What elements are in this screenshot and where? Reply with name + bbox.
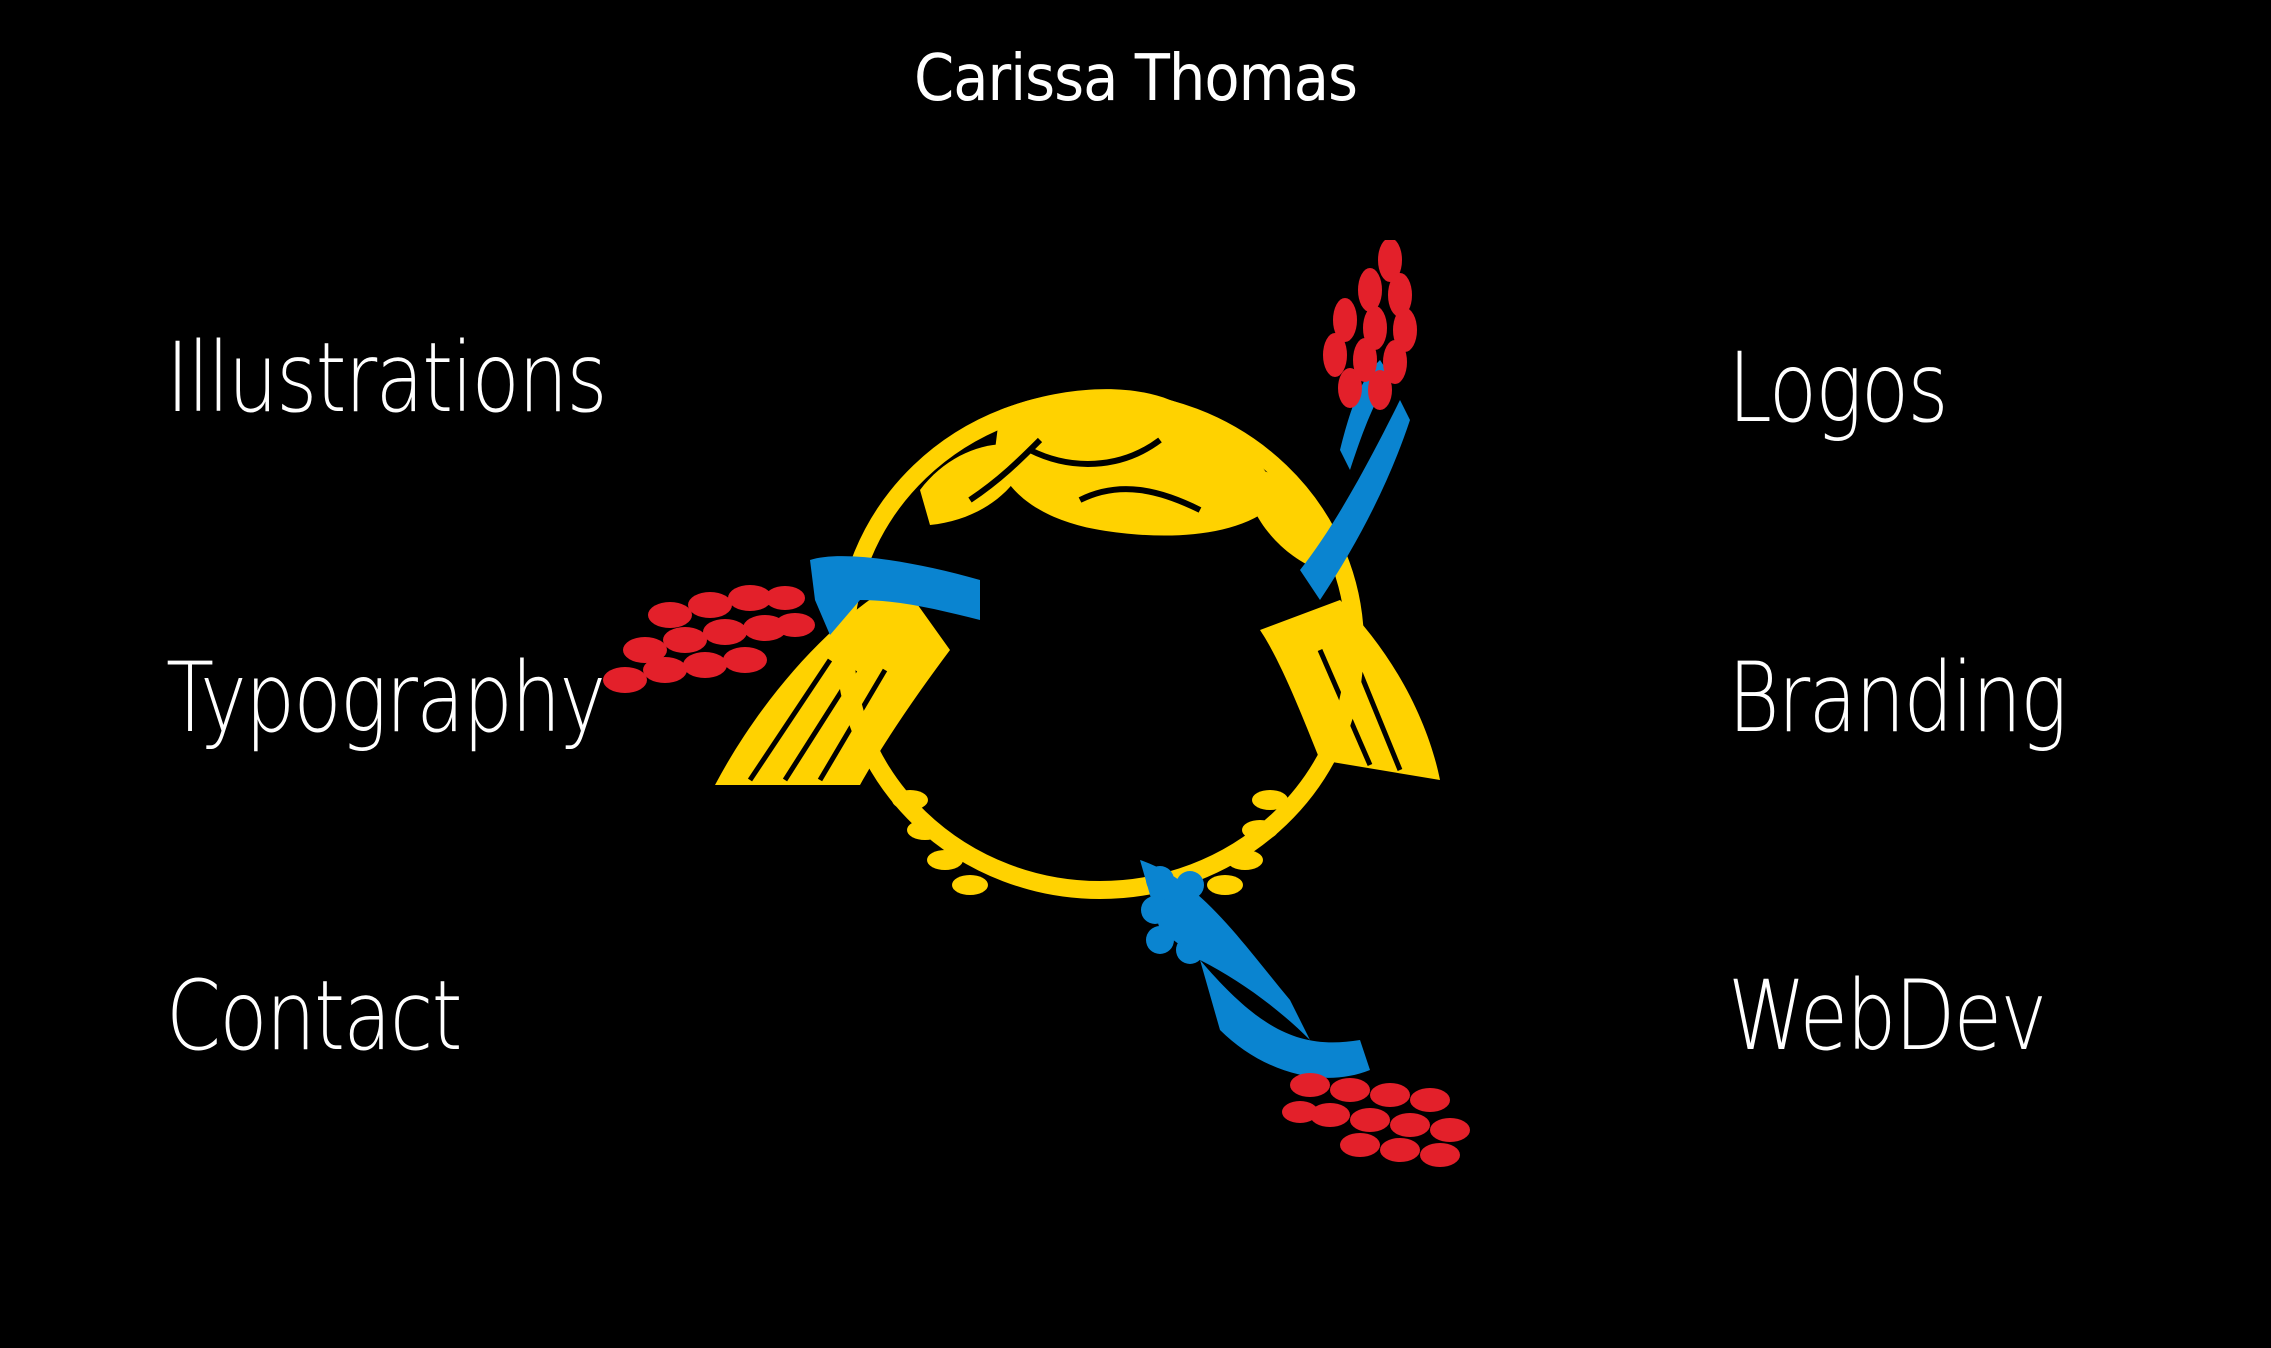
nav-link-webdev[interactable]: WebDev	[1728, 960, 2047, 1072]
wreath-knot	[995, 389, 1280, 536]
top-berries	[1323, 240, 1417, 410]
left-ribbon	[810, 556, 980, 635]
bottom-ribbon	[1140, 860, 1310, 1040]
site-title: Carissa Thomas	[914, 42, 1358, 116]
nav-link-logos[interactable]: Logos	[1728, 332, 1948, 444]
right-ribbon	[1300, 400, 1410, 600]
winged-wreath-emblem-icon	[603, 240, 1470, 1167]
left-wing	[715, 580, 950, 785]
nav-link-typography[interactable]: Typography	[166, 642, 606, 754]
nav-link-branding[interactable]: Branding	[1728, 642, 2068, 754]
nav-link-contact[interactable]: Contact	[166, 960, 462, 1072]
nav-link-illustrations[interactable]: Illustrations	[166, 322, 607, 434]
bottom-berries	[1282, 1073, 1470, 1167]
left-berries	[603, 585, 815, 693]
